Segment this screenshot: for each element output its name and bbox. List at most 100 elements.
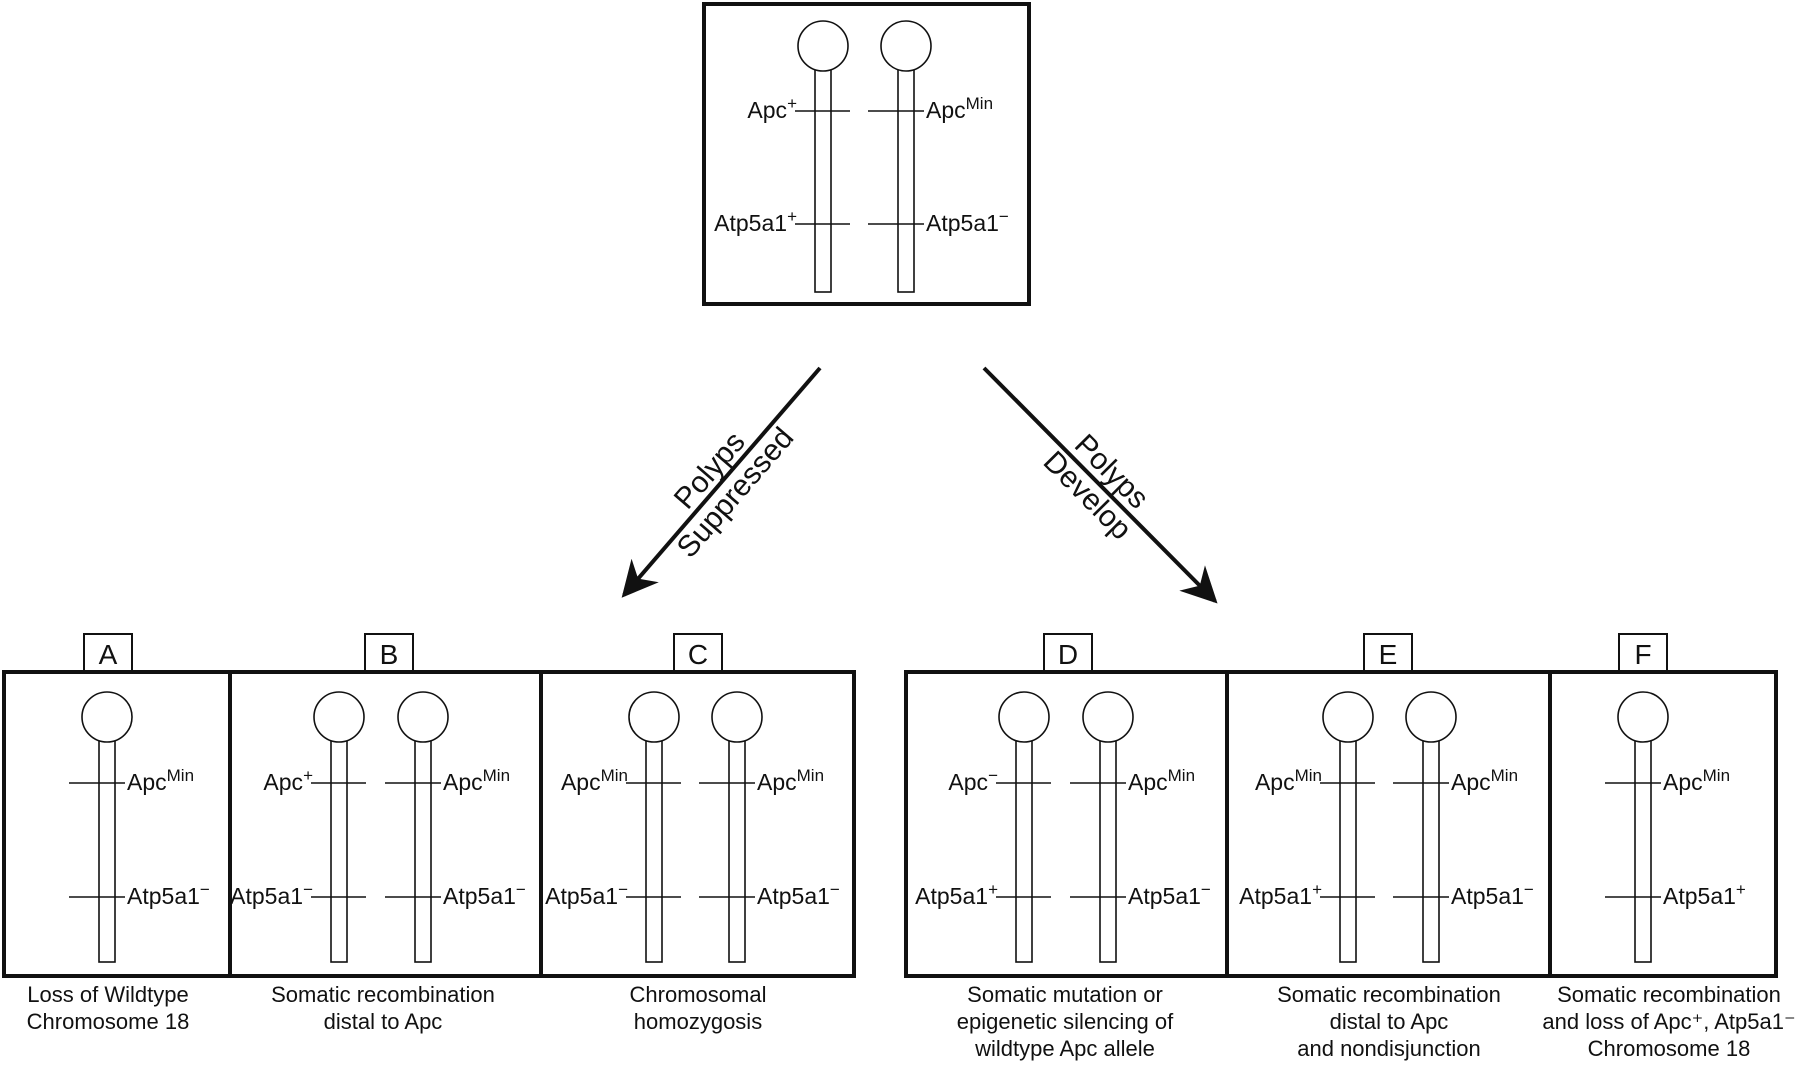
apc-allele-label: ApcMin <box>443 766 510 795</box>
atp5a1-allele-label: Atp5a1− <box>757 880 840 909</box>
develop-group-frame <box>904 670 1778 978</box>
panel-caption-line: Somatic recombination <box>1557 982 1781 1007</box>
panel-caption-line: Chromosome 18 <box>1588 1036 1751 1061</box>
allele-superscript: − <box>303 880 313 899</box>
allele-superscript: + <box>787 94 797 113</box>
panel-caption-line: homozygosis <box>634 1009 762 1034</box>
panel-chromosome: Apc−Atp5a1+ <box>915 691 1051 963</box>
centromere-circle <box>998 691 1050 743</box>
allele-gene: Atp5a1 <box>1451 883 1524 909</box>
panel-caption-line: Somatic recombination <box>1277 982 1501 1007</box>
allele-gene: Apc <box>1255 769 1295 795</box>
atp5a1-allele-label: Atp5a1− <box>443 880 526 909</box>
allele-gene: Apc <box>1128 769 1168 795</box>
panel-caption-line: distal to Apc <box>1330 1009 1449 1034</box>
atp5a1-allele-label: Atp5a1− <box>230 880 313 909</box>
chromosome-arm <box>98 739 116 963</box>
allele-gene: Atp5a1 <box>127 883 200 909</box>
allele-gene: Atp5a1 <box>545 883 618 909</box>
allele-gene: Apc <box>757 769 797 795</box>
apc-allele-label: ApcMin <box>926 94 993 123</box>
chromosome-arm <box>897 68 915 293</box>
allele-gene: Apc <box>747 97 787 123</box>
apc-allele-label: ApcMin <box>757 766 824 795</box>
panel-letter-box <box>364 633 414 673</box>
allele-superscript: Min <box>966 94 993 113</box>
allele-gene: Apc <box>443 769 483 795</box>
allele-superscript: − <box>830 880 840 899</box>
atp5a1-allele-label: Atp5a1− <box>926 207 1009 236</box>
allele-superscript: + <box>1736 880 1746 899</box>
atp5a1-allele-label: Atp5a1− <box>1128 880 1211 909</box>
allele-gene: Atp5a1 <box>714 210 787 236</box>
allele-gene: Apc <box>948 769 988 795</box>
panel-caption-line: distal to Apc <box>324 1009 443 1034</box>
panel-chromosome: Apc+Atp5a1− <box>230 691 366 963</box>
centromere-circle <box>81 691 133 743</box>
chromosome-arm <box>645 739 663 963</box>
allele-gene: Apc <box>561 769 601 795</box>
allele-gene: Atp5a1 <box>1128 883 1201 909</box>
centromere-circle <box>313 691 365 743</box>
apc-allele-label: ApcMin <box>127 766 194 795</box>
apc-allele-label: ApcMin <box>1663 766 1730 795</box>
atp5a1-allele-label: Atp5a1− <box>1451 880 1534 909</box>
apc-allele-label: ApcMin <box>561 766 628 795</box>
allele-gene: Apc <box>127 769 167 795</box>
atp5a1-allele-label: Atp5a1− <box>127 880 210 909</box>
panel-caption-line: Loss of Wildtype <box>27 982 188 1007</box>
centromere-circle <box>628 691 680 743</box>
allele-superscript: − <box>200 880 210 899</box>
allele-superscript: + <box>787 207 797 226</box>
centromere-circle <box>1617 691 1669 743</box>
atp5a1-allele-label: Atp5a1+ <box>915 880 998 909</box>
allele-gene: Atp5a1 <box>915 883 988 909</box>
parental-chromosome-1: Apc+Atp5a1+ <box>714 20 850 293</box>
allele-superscript: − <box>999 207 1009 226</box>
panel-letter-box <box>83 633 133 673</box>
chromosome-arm <box>728 739 746 963</box>
allele-superscript: − <box>516 880 526 899</box>
allele-gene: Apc <box>926 97 966 123</box>
chromosome-arm <box>1422 739 1440 963</box>
chromosome-arm <box>330 739 348 963</box>
panel-caption-line: Chromosome 18 <box>27 1009 190 1034</box>
suppressed-group-frame <box>2 670 856 978</box>
atp5a1-allele-label: Atp5a1+ <box>714 207 797 236</box>
allele-superscript: + <box>1312 880 1322 899</box>
apc-allele-label: ApcMin <box>1255 766 1322 795</box>
panel-caption-line: and nondisjunction <box>1297 1036 1480 1061</box>
panel-caption-line: and loss of Apc⁺, Atp5a1⁻ <box>1542 1009 1795 1034</box>
allele-gene: Atp5a1 <box>926 210 999 236</box>
atp5a1-allele-label: Atp5a1+ <box>1663 880 1746 909</box>
panel-caption-line: Chromosomal <box>630 982 767 1007</box>
panel-letter-box <box>1363 633 1413 673</box>
allele-superscript: Min <box>483 766 510 785</box>
allele-gene: Atp5a1 <box>757 883 830 909</box>
chromosome-arm <box>814 68 832 293</box>
centromere-circle <box>797 20 849 72</box>
allele-gene: Apc <box>263 769 303 795</box>
panel-letter-box <box>673 633 723 673</box>
centromere-circle <box>1405 691 1457 743</box>
allele-superscript: − <box>618 880 628 899</box>
allele-superscript: − <box>1524 880 1534 899</box>
panel-caption-line: Somatic mutation or <box>967 982 1163 1007</box>
centromere-circle <box>711 691 763 743</box>
panel-caption-line: epigenetic silencing of <box>957 1009 1174 1034</box>
